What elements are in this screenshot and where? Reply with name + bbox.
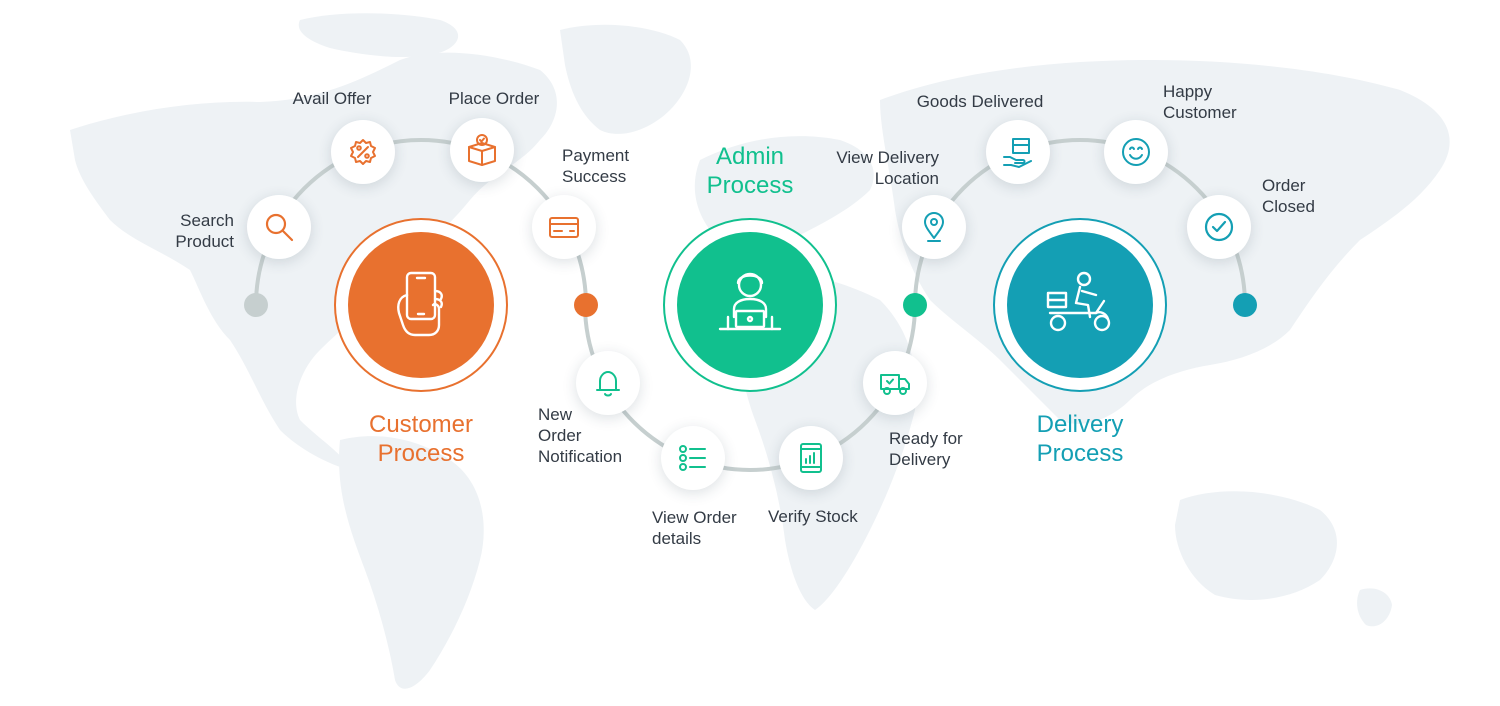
search-icon <box>265 213 294 242</box>
goods-delivered-step <box>986 120 1050 184</box>
location-pin-icon <box>924 212 944 242</box>
hand-box-icon <box>1003 138 1032 168</box>
payment-success-step <box>532 195 596 259</box>
verify-stock-step <box>779 426 843 490</box>
checklist-icon <box>679 445 706 471</box>
admin-delivery-joint-dot <box>903 293 927 317</box>
delivery-title-line-1: Delivery <box>1036 411 1124 438</box>
view-order-details-step <box>661 426 725 490</box>
admin-laptop-icon <box>718 272 782 331</box>
bell-icon <box>596 371 620 397</box>
avail-offer-step <box>331 120 395 184</box>
new-order-notification-step <box>576 351 640 415</box>
percent-badge-icon <box>350 139 376 165</box>
delivery-process-circle <box>1007 232 1153 378</box>
avail-offer-label: Avail Offer <box>292 89 372 108</box>
hand-holding-phone-icon <box>397 271 443 337</box>
customer-process-title: Customer Process <box>331 410 511 468</box>
happy-customer-step <box>1104 120 1168 184</box>
ready-for-delivery-step <box>863 351 927 415</box>
delivery-end-dot <box>1233 293 1257 317</box>
customer-admin-joint-dot <box>574 293 598 317</box>
order-closed-step <box>1187 195 1251 259</box>
customer-title-line-2: Process <box>377 440 465 467</box>
place-order-step <box>450 118 514 182</box>
admin-title-line-2: Process <box>706 172 794 199</box>
admin-process-circle <box>677 232 823 378</box>
delivery-title-line-2: Process <box>1036 440 1124 467</box>
view-delivery-location-step <box>902 195 966 259</box>
delivery-process-title: Delivery Process <box>990 410 1170 468</box>
scooter-rider-icon <box>1046 271 1111 332</box>
customer-title-line-1: Customer <box>368 411 474 438</box>
place-order-label: Place Order <box>448 89 540 108</box>
credit-card-icon <box>549 217 579 238</box>
tablet-chart-icon <box>800 443 822 473</box>
verify-stock-label: Verify Stock <box>768 507 858 526</box>
delivery-truck-icon <box>880 374 910 395</box>
check-circle-icon <box>1204 212 1234 242</box>
package-check-icon <box>468 134 496 166</box>
admin-title-line-1: Admin <box>715 143 785 170</box>
smiley-icon <box>1122 138 1150 166</box>
customer-start-dot <box>244 293 268 317</box>
search-product-step <box>247 195 311 259</box>
customer-process-circle <box>348 232 494 378</box>
goods-delivered-label: Goods Delivered <box>916 92 1044 111</box>
admin-process-title: Admin Process <box>660 142 840 200</box>
